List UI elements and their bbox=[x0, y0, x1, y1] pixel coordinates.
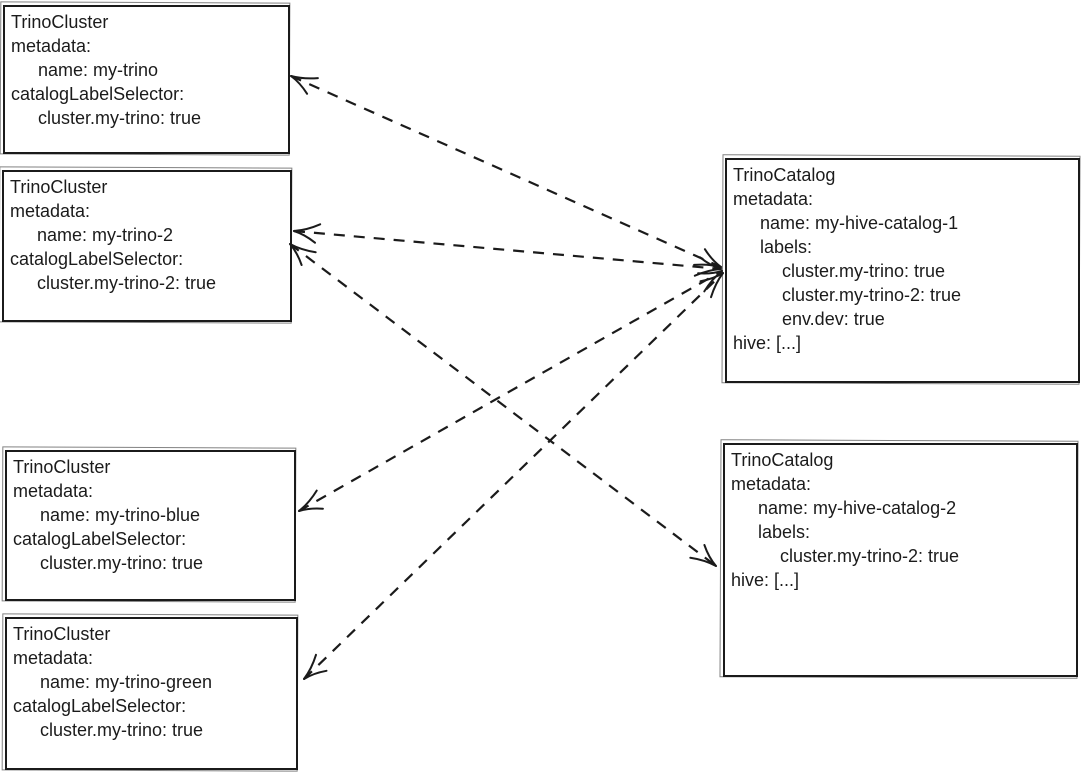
node-text: TrinoCluster metadata: name: my-trino-gree… bbox=[13, 622, 290, 742]
yaml-line: catalogLabelSelector: bbox=[10, 249, 184, 269]
node-text: TrinoCluster metadata: name: my-trino catal… bbox=[11, 10, 282, 130]
yaml-line: labels: bbox=[760, 237, 813, 257]
yaml-line: TrinoCatalog bbox=[733, 165, 836, 185]
yaml-line: TrinoCluster bbox=[13, 457, 111, 477]
yaml-line: metadata: bbox=[11, 36, 92, 56]
arrow-my-trino-2--my-hive-catalog-1[interactable] bbox=[293, 223, 722, 277]
yaml-line: TrinoCluster bbox=[10, 177, 108, 197]
yaml-line: env.dev: true bbox=[782, 309, 885, 329]
arrowhead-icon bbox=[703, 270, 723, 293]
yaml-line: metadata: bbox=[733, 189, 814, 209]
arrowhead-icon bbox=[298, 489, 318, 512]
yaml-line: name: my-trino bbox=[38, 60, 159, 80]
arrowhead-icon bbox=[710, 272, 724, 299]
yaml-line: cluster.my-trino: true bbox=[40, 553, 204, 573]
arrowhead-icon bbox=[693, 263, 722, 268]
node-trinocatalog-my-hive-catalog-2[interactable]: TrinoCatalog metadata: name: my-hive-catal… bbox=[723, 443, 1078, 677]
node-trinocatalog-my-hive-catalog-1[interactable]: TrinoCatalog metadata: name: my-hive-catal… bbox=[725, 158, 1080, 383]
arrow-my-trino--my-hive-catalog-1[interactable] bbox=[290, 74, 722, 269]
yaml-line: TrinoCluster bbox=[13, 624, 111, 644]
node-text: TrinoCatalog metadata: name: my-hive-catal… bbox=[731, 448, 1070, 592]
yaml-line: name: my-trino-blue bbox=[40, 505, 201, 525]
arrowhead-icon bbox=[293, 223, 322, 232]
yaml-line: metadata: bbox=[10, 201, 91, 221]
arrow-my-trino-2--my-hive-catalog-2[interactable] bbox=[289, 243, 717, 567]
arrow-my-trino-green--my-hive-catalog-1[interactable] bbox=[303, 272, 724, 680]
yaml-line: name: my-hive-catalog-1 bbox=[760, 213, 959, 233]
yaml-line: cluster.my-trino-2: true bbox=[782, 285, 962, 305]
yaml-line: TrinoCluster bbox=[11, 12, 109, 32]
yaml-line: name: my-hive-catalog-2 bbox=[758, 498, 957, 518]
yaml-line: cluster.my-trino-2: true bbox=[780, 546, 960, 566]
node-trinocluster-my-trino-2[interactable]: TrinoCluster metadata: name: my-trino-2 cat… bbox=[2, 170, 292, 322]
yaml-line: labels: bbox=[758, 522, 811, 542]
node-trinocluster-my-trino-blue[interactable]: TrinoCluster metadata: name: my-trino-blue… bbox=[5, 450, 296, 601]
arrowhead-icon bbox=[693, 268, 722, 277]
yaml-line: metadata: bbox=[13, 481, 94, 501]
yaml-line: catalogLabelSelector: bbox=[11, 84, 185, 104]
arrowhead-icon bbox=[289, 243, 317, 254]
yaml-line: metadata: bbox=[13, 648, 94, 668]
arrowhead-icon bbox=[290, 75, 319, 80]
yaml-line: TrinoCatalog bbox=[731, 450, 834, 470]
yaml-line: name: my-trino-2 bbox=[37, 225, 174, 245]
node-trinocluster-my-trino[interactable]: TrinoCluster metadata: name: my-trino catal… bbox=[3, 5, 290, 154]
yaml-line: cluster.my-trino: true bbox=[782, 261, 946, 281]
arrow-my-trino-blue--my-hive-catalog-1[interactable] bbox=[298, 270, 723, 512]
yaml-line: catalogLabelSelector: bbox=[13, 696, 187, 716]
node-trinocluster-my-trino-green[interactable]: TrinoCluster metadata: name: my-trino-gree… bbox=[5, 617, 298, 770]
yaml-line: cluster.my-trino: true bbox=[38, 108, 202, 128]
node-text: TrinoCatalog metadata: name: my-hive-catal… bbox=[733, 163, 1072, 355]
yaml-line: cluster.my-trino-2: true bbox=[37, 273, 217, 293]
node-text: TrinoCluster metadata: name: my-trino-blue… bbox=[13, 455, 288, 575]
arrowhead-icon bbox=[303, 653, 317, 680]
yaml-line: name: my-trino-green bbox=[40, 672, 213, 692]
yaml-line: hive: [...] bbox=[733, 333, 802, 353]
yaml-line: metadata: bbox=[731, 474, 812, 494]
yaml-line: catalogLabelSelector: bbox=[13, 529, 187, 549]
yaml-line: cluster.my-trino: true bbox=[40, 720, 204, 740]
node-text: TrinoCluster metadata: name: my-trino-2 cat… bbox=[10, 175, 284, 295]
arrowhead-icon bbox=[689, 556, 717, 567]
yaml-line: hive: [...] bbox=[731, 570, 800, 590]
